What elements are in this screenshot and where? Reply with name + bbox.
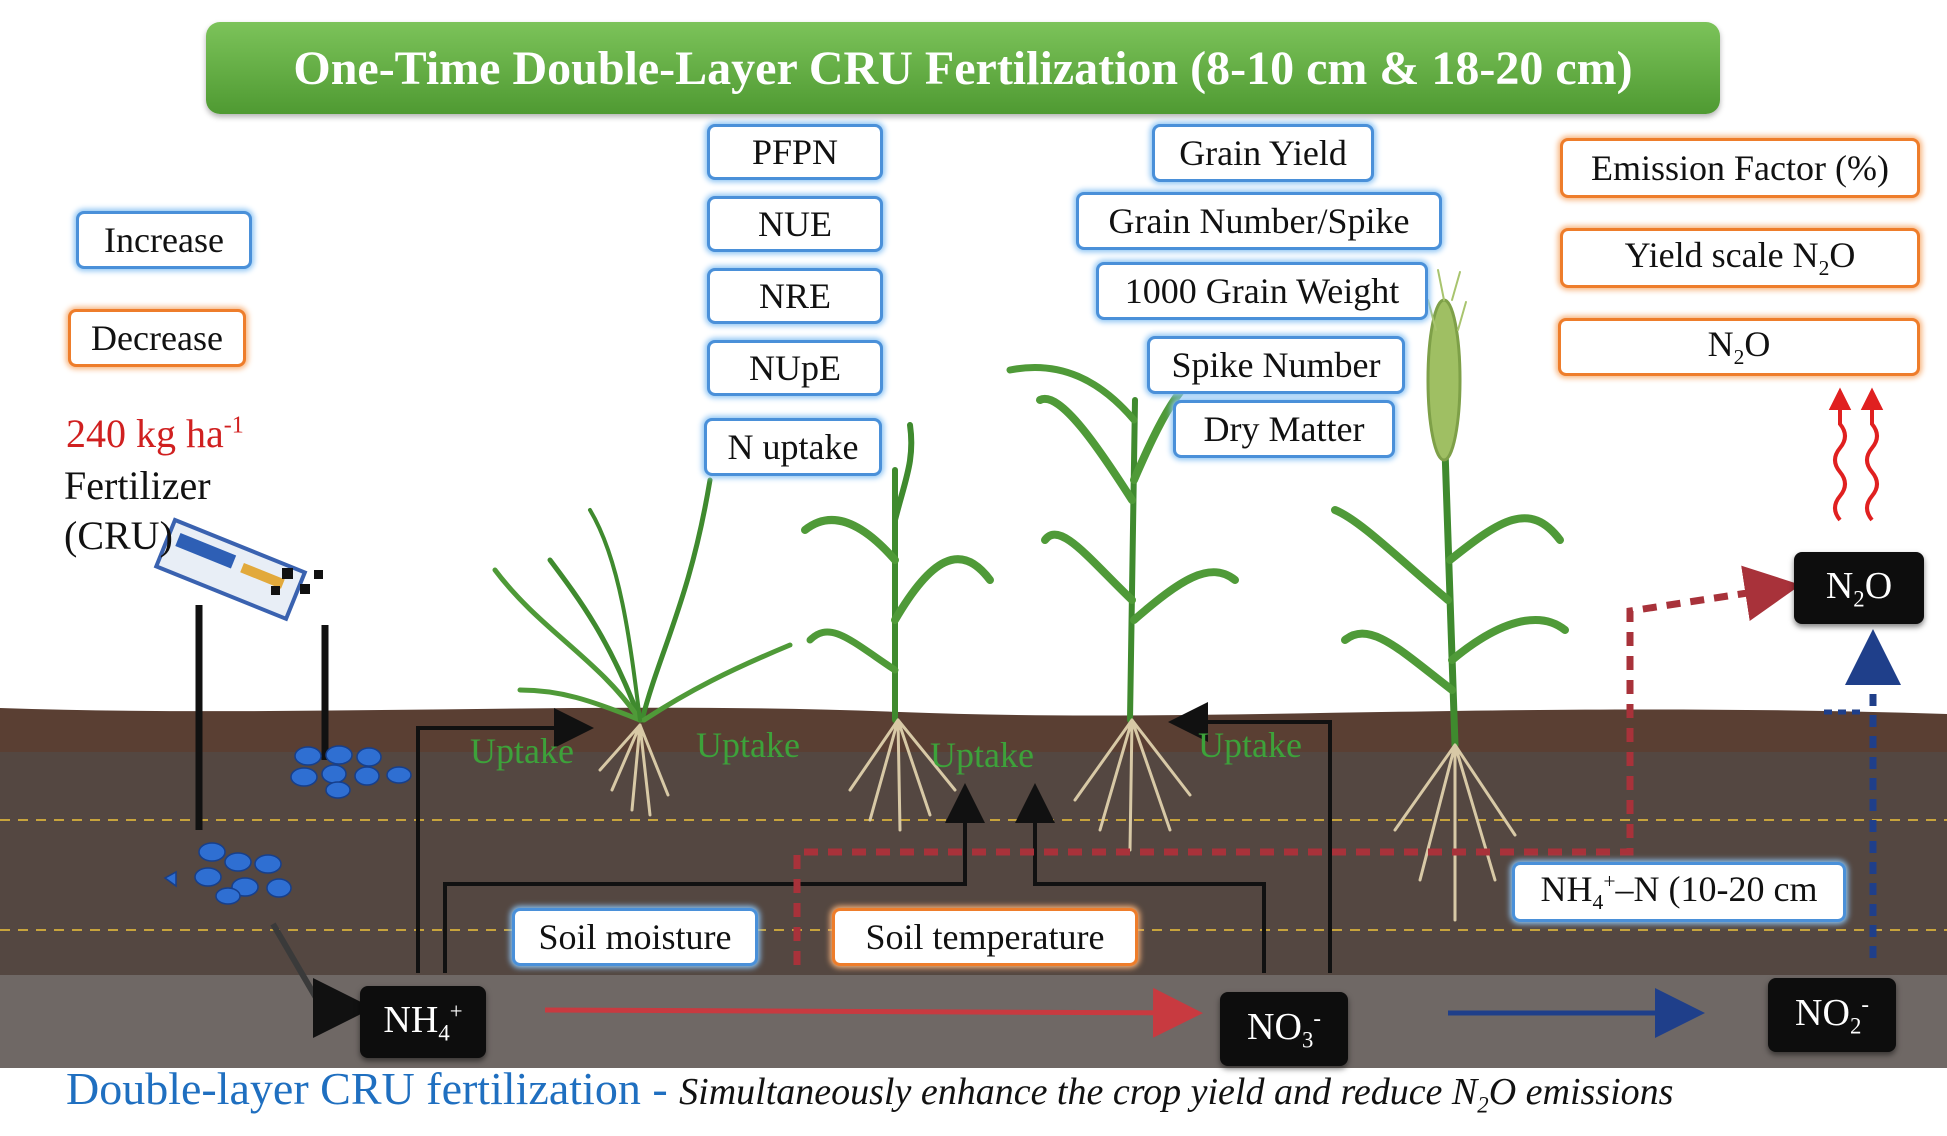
uptake-label-2: Uptake — [696, 725, 800, 765]
label-grain-yield-text: Grain Yield — [1179, 133, 1347, 173]
label-nupe: NUpE — [707, 340, 883, 396]
label-n-uptake: N uptake — [704, 418, 882, 476]
label-nh4-n-depth-text: NH4+–N (10-20 cm — [1540, 869, 1818, 915]
chem-no2: NO2- — [1768, 978, 1896, 1052]
title-banner: One-Time Double-Layer CRU Fertilization … — [206, 22, 1720, 114]
chem-n2o: N2O — [1794, 552, 1924, 624]
label-soil-moisture: Soil moisture — [512, 908, 758, 966]
label-dry-matter-text: Dry Matter — [1203, 409, 1365, 449]
uptake-label-3: Uptake — [930, 735, 1034, 775]
label-1000-grain-weight-text: 1000 Grain Weight — [1124, 271, 1400, 311]
label-grain-number-spike: Grain Number/Spike — [1076, 192, 1442, 250]
footer-rest: Simultaneously enhance the crop yield an… — [679, 1071, 1674, 1118]
topsoil-layer — [0, 707, 1947, 760]
wheat-plant-3 — [1006, 356, 1239, 852]
label-pfpn: PFPN — [707, 124, 883, 180]
chem-nh4: NH4+ — [360, 986, 486, 1058]
label-n-uptake-text: N uptake — [727, 427, 859, 467]
deep-soil-layer — [0, 975, 1947, 1070]
label-soil-moisture-text: Soil moisture — [538, 917, 732, 957]
footer-strip — [0, 1068, 1947, 1136]
label-nh4-n-depth: NH4+–N (10-20 cm — [1512, 862, 1846, 922]
label-grain-number-spike-text: Grain Number/Spike — [1108, 201, 1410, 241]
label-1000-grain-weight: 1000 Grain Weight — [1096, 262, 1428, 320]
legend-decrease-text: Decrease — [91, 318, 223, 358]
label-spike-number-text: Spike Number — [1171, 345, 1381, 385]
label-spike-number: Spike Number — [1147, 336, 1405, 394]
fertilizer-type: (CRU) — [64, 513, 173, 558]
label-yield-scale-n2o: Yield scale N2O — [1560, 228, 1920, 288]
label-soil-temperature-text: Soil temperature — [865, 917, 1105, 957]
fertilizer-name: Fertilizer — [64, 463, 211, 508]
cru-granules-upper — [290, 745, 412, 799]
label-yield-scale-n2o-text: Yield scale N2O — [1624, 235, 1856, 281]
legend-increase: Increase — [76, 211, 252, 269]
footer-lead: Double-layer CRU fertilization - — [66, 1063, 668, 1114]
wheat-plant-2 — [801, 422, 994, 832]
label-n2o-emission-text: N2O — [1707, 324, 1771, 370]
label-grain-yield: Grain Yield — [1152, 124, 1374, 182]
label-pfpn-text: PFPN — [751, 132, 839, 172]
footer-caption: Double-layer CRU fertilization - Simulta… — [66, 1062, 1673, 1119]
uptake-label-4: Uptake — [1198, 725, 1302, 765]
label-nue: NUE — [707, 196, 883, 252]
fertilizer-rate: 240 kg ha-1 — [66, 410, 244, 457]
label-emission-factor-text: Emission Factor (%) — [1591, 148, 1889, 188]
label-dry-matter: Dry Matter — [1173, 400, 1395, 458]
chem-n2o-text: N2O — [1825, 564, 1893, 612]
label-emission-factor: Emission Factor (%) — [1560, 138, 1920, 198]
chem-no2-text: NO2- — [1795, 991, 1869, 1039]
legend-decrease: Decrease — [68, 309, 246, 367]
label-nupe-text: NUpE — [749, 348, 841, 388]
wheat-plant-4-mature — [1331, 269, 1569, 922]
cru-granules-lower — [163, 842, 292, 905]
fertilizer-bag-icon — [153, 517, 308, 622]
wheat-seedling-1 — [492, 477, 793, 817]
label-nue-text: NUE — [758, 204, 832, 244]
chem-no3-text: NO3- — [1247, 1005, 1321, 1053]
label-soil-temperature: Soil temperature — [832, 908, 1138, 966]
chem-nh4-text: NH4+ — [383, 998, 463, 1046]
legend-increase-text: Increase — [104, 220, 224, 260]
label-nre: NRE — [707, 268, 883, 324]
chem-no3: NO3- — [1220, 992, 1348, 1066]
label-n2o-emission: N2O — [1558, 318, 1920, 376]
fertilizer-rate-exponent: -1 — [223, 412, 244, 439]
fertilizer-rate-value: 240 kg ha — [66, 411, 224, 456]
emission-wavy-arrows-icon — [1828, 387, 1884, 522]
uptake-label-1: Uptake — [470, 731, 574, 771]
label-nre-text: NRE — [759, 276, 831, 316]
